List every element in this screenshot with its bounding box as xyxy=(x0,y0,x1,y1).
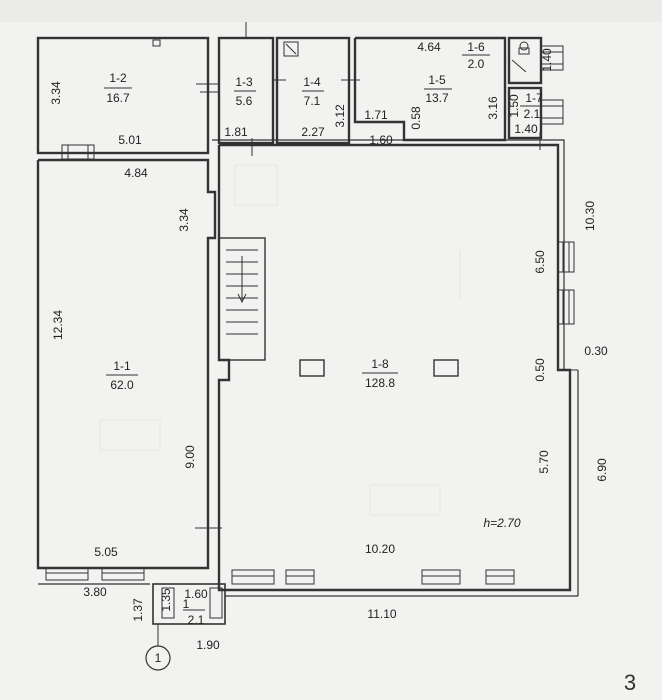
dim-label: 3.16 xyxy=(486,96,500,120)
dim-label: 1.40 xyxy=(540,48,554,72)
room-1-3-label: 1-3 5.6 xyxy=(234,75,256,108)
room-id: 1-2 xyxy=(109,71,127,85)
room-1-7-label: 1-7 2.1 xyxy=(520,91,546,121)
dim-label: 2.27 xyxy=(301,125,325,139)
dim-label: 3.80 xyxy=(83,585,107,599)
dim-label: 11.10 xyxy=(367,607,396,621)
dim-label: 1.60 xyxy=(184,587,208,601)
room-1-1-label: 1-1 62.0 xyxy=(106,359,138,392)
dim-label: 12.34 xyxy=(51,310,65,340)
height-note: h=2.70 xyxy=(483,516,520,530)
room-id: 1-5 xyxy=(428,73,446,87)
entrance-label: 1.60 1 2.1 xyxy=(183,587,208,627)
door-ticks-top xyxy=(196,22,541,156)
column-left xyxy=(299,359,325,377)
room-area: 2.1 xyxy=(188,613,205,627)
paper-top-strip xyxy=(0,0,662,22)
dim-label: 0.50 xyxy=(533,358,547,382)
room-1-2-outline xyxy=(36,36,210,155)
room-area: 7.1 xyxy=(304,94,321,108)
dim-label: 1.60 xyxy=(369,133,393,147)
page-number: 3 xyxy=(624,670,636,695)
room-area: 13.7 xyxy=(425,91,449,105)
windows-bottom xyxy=(45,567,515,585)
dim-label: 1.35 xyxy=(159,588,173,612)
dim-label: 3.34 xyxy=(49,81,63,105)
vent-mark xyxy=(152,39,161,47)
bleed-through xyxy=(99,164,461,516)
dim-label: 4.84 xyxy=(124,166,148,180)
dim-label: 3.34 xyxy=(177,208,191,232)
room-1-4-outline xyxy=(275,36,351,145)
dim-label: 0.30 xyxy=(584,344,608,358)
dim-label: 1.90 xyxy=(196,638,220,652)
room-area: 2.0 xyxy=(468,57,485,71)
shower-symbol xyxy=(283,41,299,57)
entrance-marker: 1 xyxy=(145,624,171,671)
dim-label: 1.71 xyxy=(364,108,388,122)
dim-label: 1.37 xyxy=(131,598,145,622)
dim-label: 5.70 xyxy=(537,450,551,474)
room-1-6-label: 1-6 2.0 xyxy=(462,40,490,71)
room-id: 1-6 xyxy=(467,40,485,54)
room-area: 5.6 xyxy=(236,94,253,108)
dim-label: 6.50 xyxy=(533,250,547,274)
dim-label: 3.12 xyxy=(333,104,347,128)
room-id: 1-1 xyxy=(113,359,131,373)
column-right xyxy=(433,359,459,377)
dim-label: 10.30 xyxy=(583,201,597,231)
room-1-5-label: 1-5 13.7 xyxy=(424,73,452,105)
room-id: 1 xyxy=(183,597,190,611)
room-1-1-outline xyxy=(36,158,217,570)
room-1-4-label: 1-4 7.1 xyxy=(302,75,324,108)
room-1-2-label: 1-2 16.7 xyxy=(104,71,132,105)
dim-label: 0.58 xyxy=(409,106,423,130)
outer-wall-line xyxy=(212,139,565,370)
dim-label: 5.05 xyxy=(94,545,118,559)
room-area: 128.8 xyxy=(365,376,395,390)
staircase xyxy=(218,237,266,361)
room-id: 1-3 xyxy=(235,75,253,89)
dimension-labels-vertical: 3.34 3.12 0.58 3.16 1.40 1.50 3.34 12.34… xyxy=(49,48,609,622)
toilet-symbol xyxy=(511,41,530,73)
room-area: 62.0 xyxy=(110,378,134,392)
dim-label: 5.01 xyxy=(118,133,142,147)
dim-label: 10.20 xyxy=(365,542,395,556)
room-area: 2.1 xyxy=(524,107,541,121)
dim-label: 4.64 xyxy=(417,40,441,54)
dim-label: 1.50 xyxy=(507,94,521,118)
room-1-8-label: 1-8 128.8 xyxy=(362,357,398,390)
entrance-porch xyxy=(152,583,226,625)
dim-label: 1.81 xyxy=(224,125,248,139)
dim-label: 6.90 xyxy=(595,458,609,482)
room-id: 1-8 xyxy=(371,357,389,371)
window-1-6 xyxy=(540,45,564,71)
marker-number: 1 xyxy=(155,651,162,665)
room-id: 1-7 xyxy=(525,91,543,105)
windows-right xyxy=(557,241,575,325)
dim-label: 9.00 xyxy=(183,445,197,469)
room-area: 16.7 xyxy=(106,91,130,105)
dimension-labels: 5.01 1.81 2.27 1.71 1.60 4.64 1.40 4.84 … xyxy=(83,40,608,652)
room-id: 1-4 xyxy=(303,75,321,89)
dim-label: 1.40 xyxy=(514,122,538,136)
